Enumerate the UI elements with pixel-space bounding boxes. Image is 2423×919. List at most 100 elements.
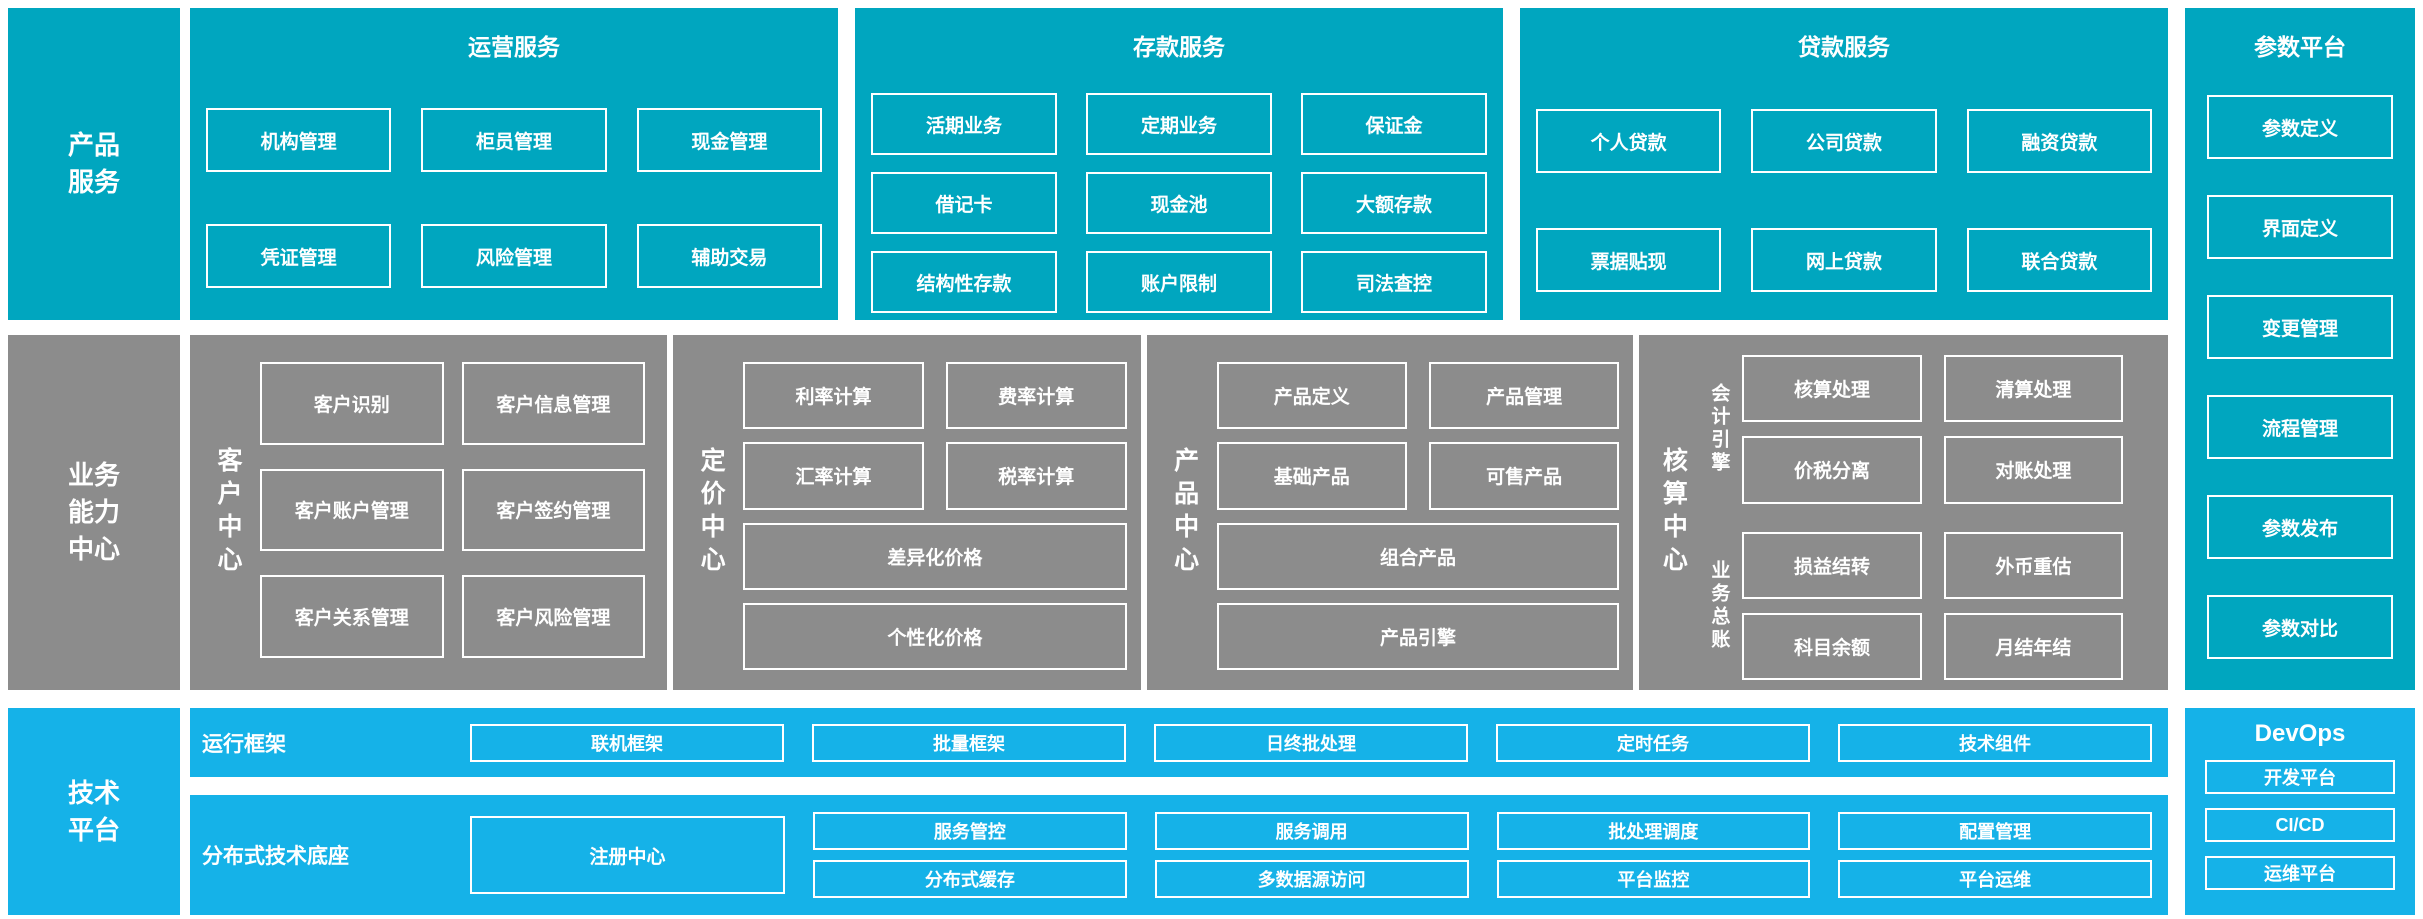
operations-services-block: 运营服务 机构管理 柜员管理 现金管理 凭证管理 风险管理 辅助交易 [190,8,838,320]
deposit-services-block: 存款服务 活期业务 定期业务 保证金 借记卡 现金池 大额存款 结构性存款 账户… [855,8,1503,320]
product-center-box: 可售产品 [1428,442,1620,510]
ops-service-box: 柜员管理 [421,108,607,172]
accounting-box: 外币重估 [1943,531,2123,599]
product-center-grid: 产品定义 产品管理 基础产品 可售产品 组合产品 产品引擎 [1216,362,1620,670]
customer-center-box: 客户信息管理 [461,362,646,445]
rail-capability-center-label: 业务能力中心 [67,460,120,564]
distributed-box: 分布式缓存 [813,860,1127,898]
accounting-center-groups: 会计引擎 核算处理 清算处理 价税分离 对账处理 业务总账 损益结转 外币重估 [1705,355,2168,680]
loan-service-box: 融资贷款 [1966,109,2152,173]
accounting-box: 科目余额 [1742,612,1922,680]
accounting-box: 价税分离 [1742,436,1922,504]
rail-capability-center: 业务能力中心 [8,335,180,690]
accounting-box: 损益结转 [1742,531,1922,599]
rail-product-services-label: 产品服务 [67,130,120,197]
pricing-center-box: 费率计算 [945,362,1127,430]
loan-service-box: 公司贷款 [1751,109,1937,173]
runtime-framework-band: 运行框架 联机框架 批量框架 日终批处理 定时任务 技术组件 [190,708,2168,777]
operations-services-grid: 机构管理 柜员管理 现金管理 凭证管理 风险管理 辅助交易 [206,108,822,288]
deposit-service-box: 定期业务 [1086,93,1272,155]
business-ledger-label: 业务总账 [1708,559,1730,652]
rail-product-services: 产品服务 [8,8,180,320]
deposit-service-box: 账户限制 [1086,251,1272,313]
pricing-center-box: 利率计算 [743,362,924,430]
devops-box: 开发平台 [2205,760,2395,794]
param-item-box: 参数发布 [2207,495,2393,559]
distributed-box: 服务管控 [813,812,1127,850]
distributed-box: 平台运维 [1838,860,2152,898]
deposit-service-box: 现金池 [1086,172,1272,234]
customer-center-box: 客户关系管理 [260,575,444,658]
pricing-center-label: 定价中心 [697,446,726,579]
param-item-box: 流程管理 [2207,395,2393,459]
customer-center-box: 客户风险管理 [461,575,646,658]
pricing-center-box: 汇率计算 [743,442,924,510]
loan-service-box: 网上贷款 [1751,228,1937,292]
param-item-box: 参数对比 [2207,595,2393,659]
ops-service-box: 机构管理 [206,108,392,172]
distributed-box: 批处理调度 [1496,812,1811,850]
product-center-box: 基础产品 [1216,442,1407,510]
devops-box: CI/CD [2205,808,2395,842]
customer-center-block: 客户中心 客户识别 客户信息管理 客户账户管理 客户签约管理 客户关系管理 客户… [190,335,668,690]
ops-service-box: 现金管理 [636,108,822,172]
distributed-box: 服务调用 [1154,812,1469,850]
registry-center-box: 注册中心 [470,816,785,894]
distributed-pair-column: 批处理调度 平台监控 [1496,812,1811,898]
distributed-base-band: 分布式技术底座 注册中心 服务管控 分布式缓存 服务调用 多数据源访问 批处理调… [190,795,2168,915]
distributed-box: 多数据源访问 [1154,860,1469,898]
accounting-center-label: 核算中心 [1659,446,1688,579]
rail-tech-platform-label: 技术平台 [67,777,120,845]
devops-title: DevOps [2254,720,2346,747]
pricing-center-box: 税率计算 [945,442,1127,510]
param-item-box: 界面定义 [2207,195,2393,259]
operations-services-title: 运营服务 [468,34,560,60]
deposit-service-box: 活期业务 [871,93,1057,155]
business-ledger-grid: 损益结转 外币重估 科目余额 月结年结 [1742,531,2123,680]
diagram-layout: 产品服务 业务能力中心 技术平台 运营服务 机构管理 柜员管理 现金管理 凭证管… [8,8,2415,915]
runtime-box: 定时任务 [1496,723,1810,762]
distributed-pair-column: 服务管控 分布式缓存 [813,812,1127,898]
ops-service-box: 风险管理 [421,224,607,288]
deposit-service-box: 大额存款 [1301,172,1487,234]
customer-center-grid: 客户识别 客户信息管理 客户账户管理 客户签约管理 客户关系管理 客户风险管理 [260,362,646,658]
product-center-box: 产品引擎 [1216,602,1620,670]
accounting-engine-grid: 核算处理 清算处理 价税分离 对账处理 [1742,355,2123,504]
customer-center-label: 客户中心 [214,446,242,579]
param-platform-panel: 参数平台 参数定义 界面定义 变更管理 流程管理 参数发布 参数对比 [2185,8,2415,690]
deposit-service-box: 借记卡 [871,172,1057,234]
param-item-box: 变更管理 [2207,295,2393,359]
param-item-box: 参数定义 [2207,95,2393,159]
distributed-pair-column: 服务调用 多数据源访问 [1154,812,1469,898]
ops-service-box: 凭证管理 [206,224,392,288]
deposit-services-grid: 活期业务 定期业务 保证金 借记卡 现金池 大额存款 结构性存款 账户限制 司法… [871,93,1487,313]
rail-tech-platform: 技术平台 [8,708,180,915]
deposit-service-box: 保证金 [1301,93,1487,155]
product-center-box: 产品定义 [1216,362,1407,430]
pricing-center-grid: 利率计算 费率计算 汇率计算 税率计算 差异化价格 个性化价格 [743,362,1127,670]
deposit-service-box: 司法查控 [1301,251,1487,313]
distributed-pair-column: 配置管理 平台运维 [1838,812,2152,898]
accounting-center-block: 核算中心 会计引擎 核算处理 清算处理 价税分离 对账处理 业务总账 [1639,335,2168,690]
pricing-center-box: 个性化价格 [743,602,1127,670]
accounting-box: 对账处理 [1943,436,2123,504]
accounting-box: 清算处理 [1943,355,2123,423]
distributed-box: 配置管理 [1838,812,2152,850]
loan-services-title: 贷款服务 [1798,34,1890,60]
deposit-service-box: 结构性存款 [871,251,1057,313]
accounting-engine-group: 会计引擎 核算处理 清算处理 价税分离 对账处理 [1705,355,2168,504]
runtime-box: 批量框架 [812,723,1126,762]
deposit-services-title: 存款服务 [1133,34,1225,60]
accounting-engine-label: 会计引擎 [1708,383,1730,476]
devops-box: 运维平台 [2205,856,2395,890]
customer-center-box: 客户识别 [260,362,444,445]
accounting-box: 月结年结 [1943,612,2123,680]
accounting-box: 核算处理 [1742,355,1922,423]
devops-panel: DevOps 开发平台 CI/CD 运维平台 [2185,708,2415,915]
customer-center-box: 客户账户管理 [260,468,444,552]
product-center-label: 产品中心 [1170,446,1199,579]
capability-centers-row: 客户中心 客户识别 客户信息管理 客户账户管理 客户签约管理 客户关系管理 客户… [190,335,2168,690]
loan-service-box: 票据贴现 [1536,228,1722,292]
product-services-row: 运营服务 机构管理 柜员管理 现金管理 凭证管理 风险管理 辅助交易 存款服务 … [190,8,2168,320]
product-center-box: 产品管理 [1428,362,1620,430]
